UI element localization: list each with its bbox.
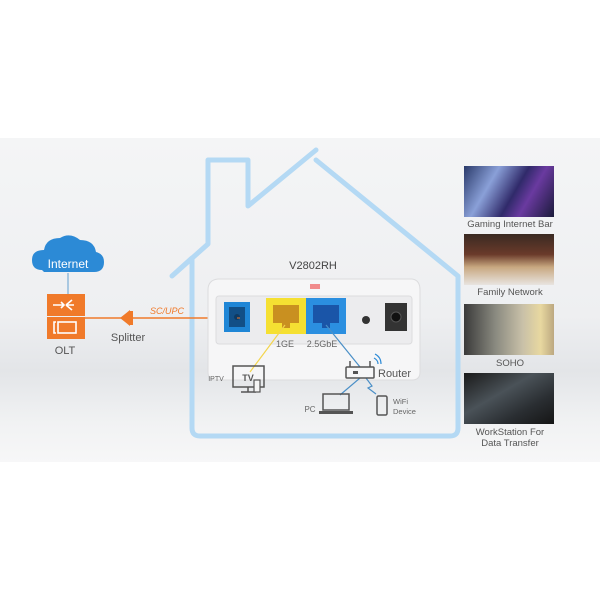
pc-label: PC	[304, 405, 315, 414]
wifi-device-label-1: WiFi	[393, 397, 408, 406]
scenario-caption: Gaming Internet Bar	[467, 219, 553, 230]
house-outline	[169, 147, 461, 439]
port-1ge-label: 1GE	[276, 339, 294, 349]
scenario-caption-line2: Data Transfer	[481, 438, 539, 449]
ont-device	[207, 278, 421, 381]
cloud-icon	[32, 235, 104, 272]
workstation-photo	[464, 373, 554, 424]
splitter-icon	[120, 310, 133, 326]
soho-photo	[464, 304, 554, 355]
phone-icon	[376, 395, 388, 416]
scenario-caption: SOHO	[496, 358, 524, 369]
scenario-caption: Family Network	[477, 287, 543, 298]
iptv-label: IPTV	[208, 376, 224, 383]
connector-label: SC/UPC	[150, 306, 185, 316]
olt-icon	[47, 294, 85, 339]
family-photo	[464, 234, 554, 285]
reset-button	[362, 316, 370, 324]
scenario-caption: WorkStation For Data Transfer	[455, 427, 565, 449]
wifi-device-label-2: Device	[393, 407, 416, 416]
tv-label: TV	[242, 373, 254, 383]
port-25gbe-label: 2.5GbE	[307, 339, 338, 349]
tv-icon	[232, 365, 265, 393]
router-icon	[345, 361, 375, 379]
splitter-label: Splitter	[111, 332, 146, 344]
cloud-label: Internet	[48, 257, 89, 271]
olt-label: OLT	[55, 345, 76, 357]
product-model: V2802RH	[289, 260, 337, 272]
router-label: Router	[378, 368, 411, 380]
gaming-photo	[464, 166, 554, 217]
laptop-icon	[319, 393, 353, 414]
wifi-signal-icon	[373, 353, 382, 365]
scenario-caption-line1: WorkStation For	[475, 427, 545, 438]
